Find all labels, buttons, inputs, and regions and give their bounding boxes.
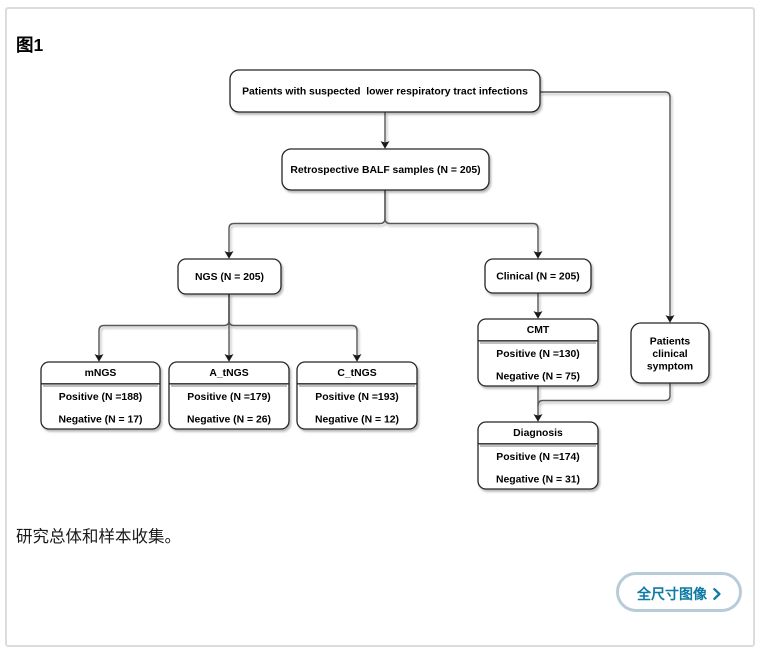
svg-text:A_tNGS: A_tNGS (209, 368, 248, 379)
svg-text:Negative (N = 17): Negative (N = 17) (58, 415, 142, 426)
svg-text:CMT: CMT (527, 325, 550, 336)
svg-text:symptom: symptom (647, 362, 693, 373)
svg-text:Patients: Patients (650, 337, 691, 348)
svg-text:Negative (N = 31): Negative (N = 31) (496, 475, 580, 486)
svg-text:Patients with suspected lower: Patients with suspected lower respirator… (242, 87, 528, 98)
svg-text:Positive (N =188): Positive (N =188) (59, 392, 142, 403)
svg-text:Clinical (N = 205): Clinical (N = 205) (496, 272, 579, 283)
svg-text:NGS (N = 205): NGS (N = 205) (195, 272, 264, 283)
svg-text:Retrospective BALF samples (N: Retrospective BALF samples (N = 205) (290, 165, 480, 176)
svg-text:clinical: clinical (652, 349, 687, 360)
svg-text:Positive (N =130): Positive (N =130) (496, 349, 579, 360)
svg-text:mNGS: mNGS (85, 368, 117, 379)
svg-text:C_tNGS: C_tNGS (337, 368, 376, 379)
svg-text:Positive (N =179): Positive (N =179) (187, 392, 270, 403)
svg-text:Positive (N =193): Positive (N =193) (315, 392, 398, 403)
svg-text:Negative (N = 12): Negative (N = 12) (315, 415, 399, 426)
svg-text:Diagnosis: Diagnosis (513, 428, 563, 439)
svg-text:Negative (N = 75): Negative (N = 75) (496, 372, 580, 383)
svg-text:Positive (N =174): Positive (N =174) (496, 452, 579, 463)
svg-text:Negative (N = 26): Negative (N = 26) (187, 415, 271, 426)
